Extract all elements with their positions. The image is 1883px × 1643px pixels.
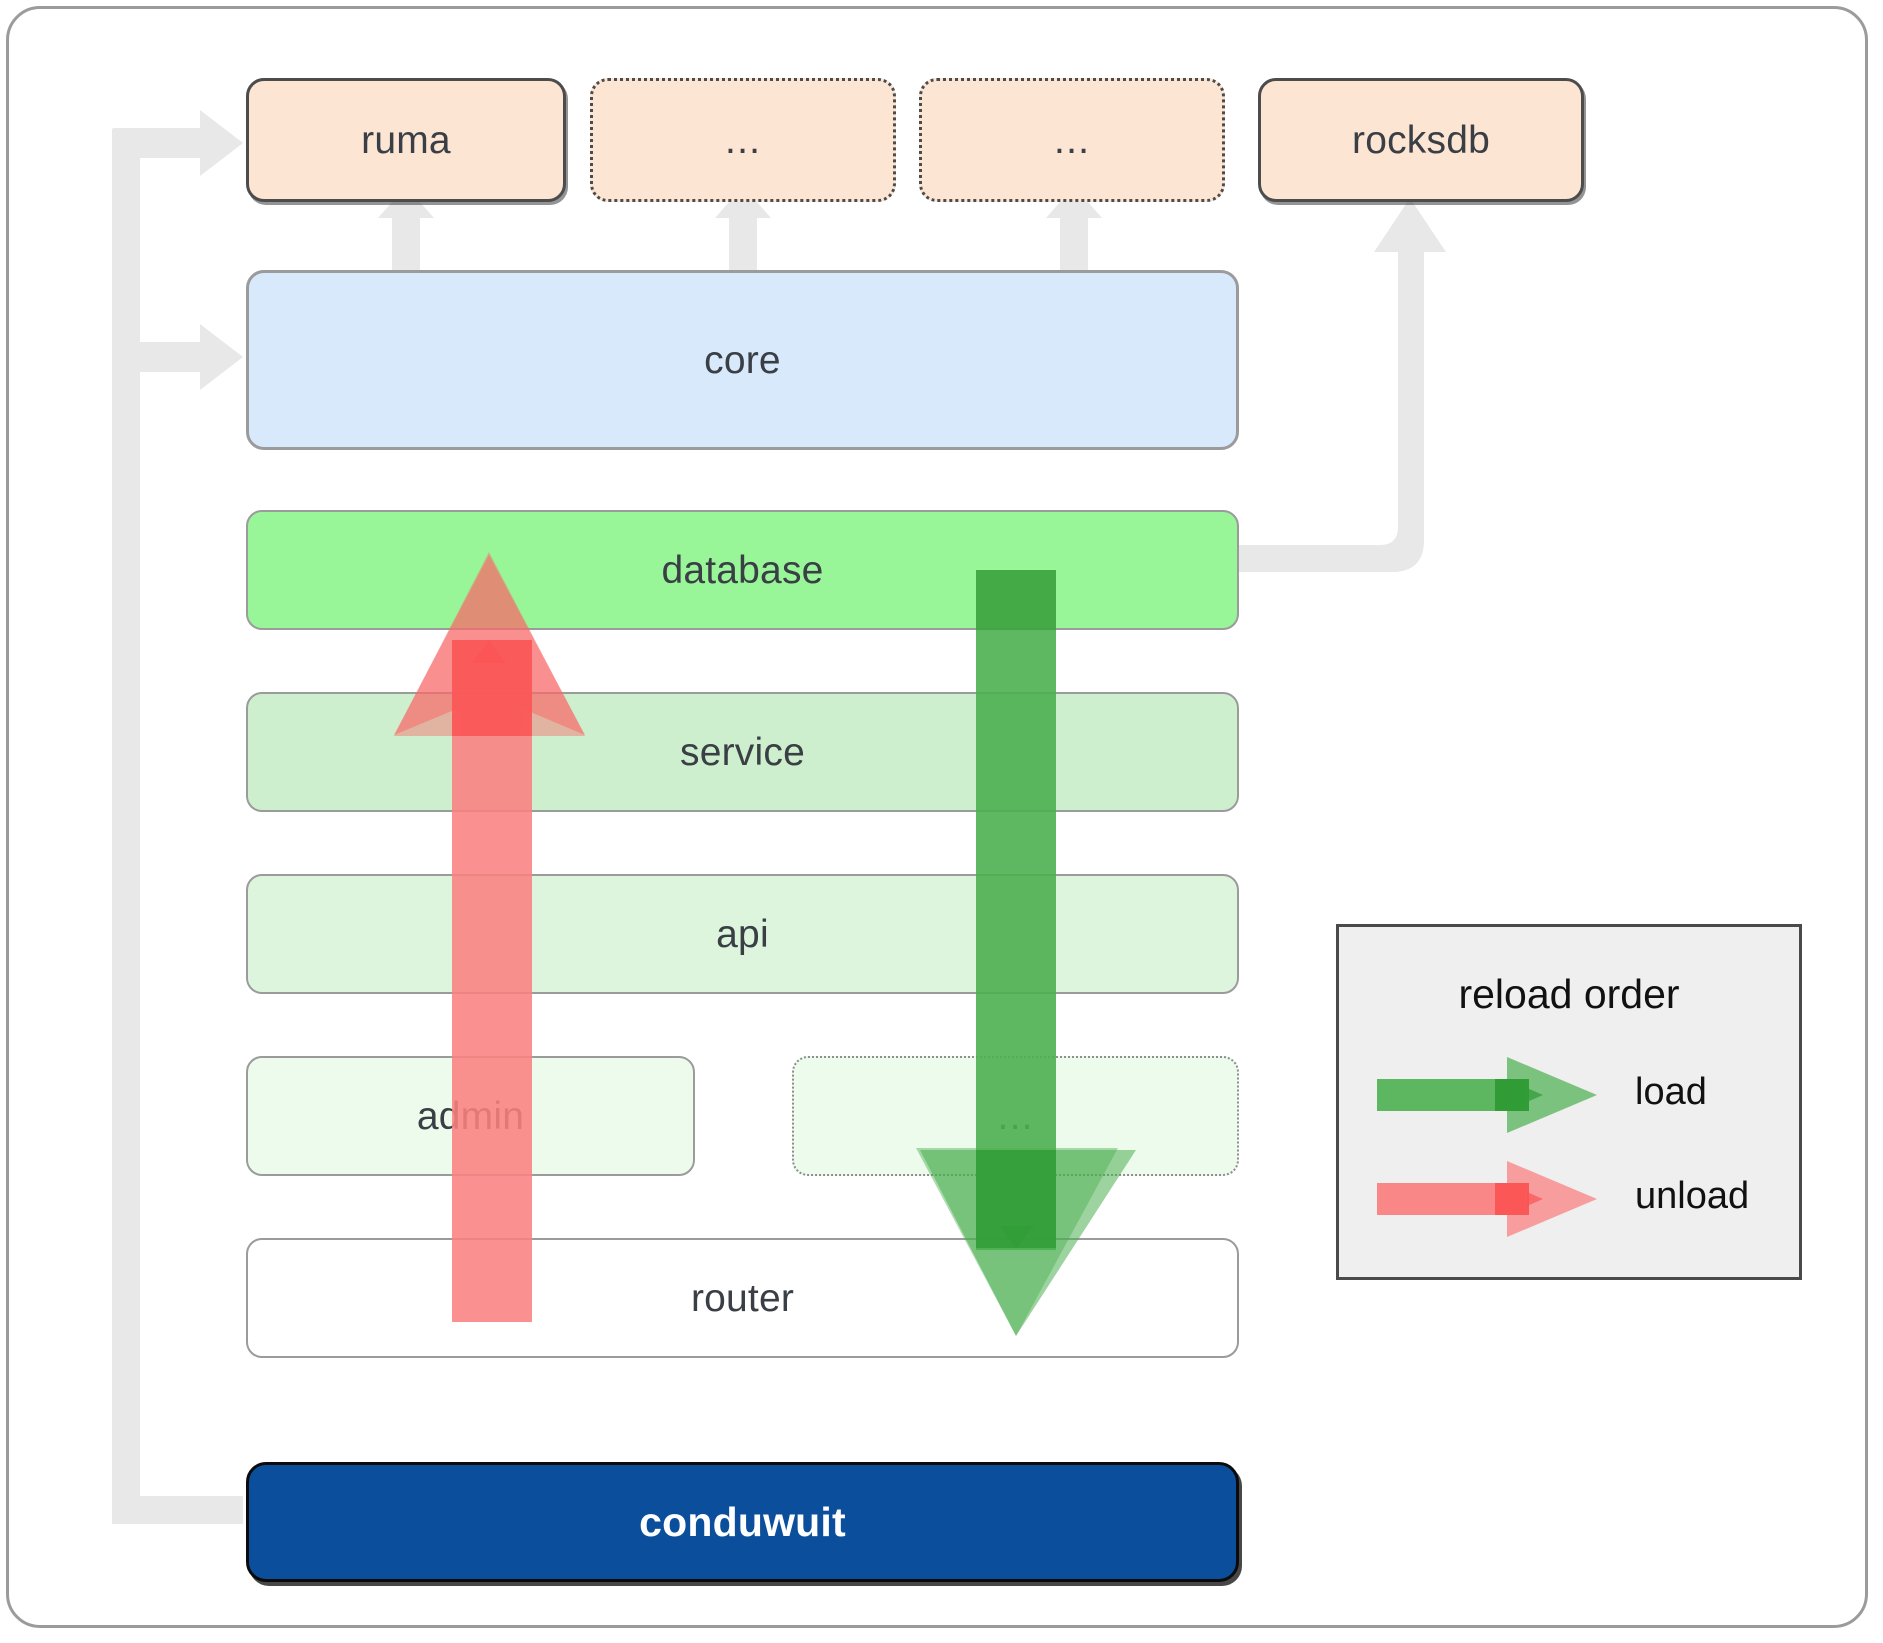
node-database[interactable]: database <box>246 510 1239 630</box>
legend-title: reload order <box>1458 971 1680 1017</box>
node-label-etc-crate-1: ... <box>724 118 762 162</box>
node-service[interactable]: service <box>246 692 1239 812</box>
node-label-etc-crate-2: ... <box>1053 118 1091 162</box>
node-label-service: service <box>680 730 805 774</box>
diagram-frame <box>6 6 1868 1628</box>
node-rocksdb[interactable]: rocksdb <box>1258 78 1584 202</box>
node-label-ruma: ruma <box>361 118 451 162</box>
legend-reload-order: reload order load unload <box>1336 924 1802 1280</box>
node-router[interactable]: router <box>246 1238 1239 1358</box>
node-label-database: database <box>661 548 824 592</box>
node-api[interactable]: api <box>246 874 1239 994</box>
unload-arrow-icon <box>1377 1161 1597 1237</box>
node-label-admin: admin <box>416 1094 525 1138</box>
legend-label-unload: unload <box>1635 1175 1750 1217</box>
node-core[interactable]: core <box>246 270 1239 450</box>
node-label-api: api <box>716 912 769 956</box>
legend-row-load: load <box>1339 1055 1799 1135</box>
node-label-core: core <box>704 338 781 382</box>
load-arrow-icon <box>1377 1057 1597 1133</box>
node-conduwuit[interactable]: conduwuit <box>246 1462 1239 1582</box>
node-admin[interactable]: admin <box>246 1056 695 1176</box>
node-etc-layer[interactable]: ... <box>792 1056 1239 1176</box>
legend-label-load: load <box>1635 1071 1707 1113</box>
node-label-rocksdb: rocksdb <box>1352 118 1490 162</box>
node-ruma[interactable]: ruma <box>246 78 566 202</box>
node-etc-crate-1[interactable]: ... <box>590 78 896 202</box>
node-label-etc-layer: ... <box>997 1094 1034 1138</box>
node-etc-crate-2[interactable]: ... <box>919 78 1225 202</box>
node-label-conduwuit: conduwuit <box>639 1498 846 1545</box>
node-label-router: router <box>690 1276 795 1320</box>
legend-row-unload: unload <box>1339 1159 1799 1239</box>
